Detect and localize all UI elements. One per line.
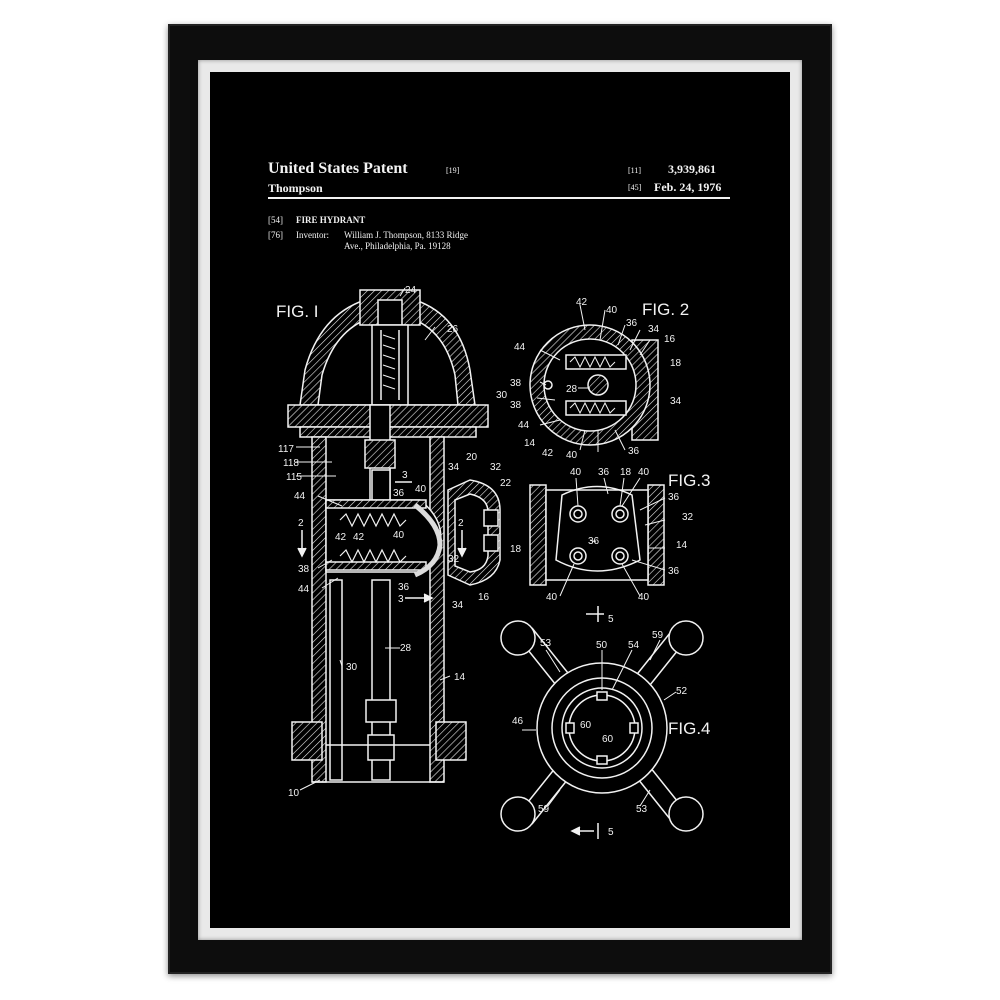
fig4-label-53-b: 53 (636, 804, 648, 815)
fig1-label-40-top: 40 (415, 484, 427, 495)
fig1-label-24: 24 (405, 285, 417, 296)
fig1-label-28: 28 (400, 643, 412, 654)
fig1-label-117: 117 (278, 444, 294, 455)
header-rule (268, 197, 730, 199)
fig2-label-34-b: 34 (670, 396, 682, 407)
fig2-section (529, 304, 659, 452)
fig1-label-44-low: 44 (298, 584, 310, 595)
fig2-label-40-b: 40 (566, 450, 578, 461)
fig2-labels: FIG. 2 42 40 36 34 16 18 44 38 30 38 28 … (496, 297, 689, 461)
patent-poster (210, 72, 790, 928)
fig3-valve-face (529, 477, 666, 622)
fig3-label-14: 14 (676, 540, 688, 551)
fig2-label-44-b: 44 (518, 420, 530, 431)
fig1-label-3-low: 3 (398, 594, 404, 605)
inventor-code: [76] (268, 230, 283, 240)
patent-title: United States Patent (268, 160, 408, 177)
fig1-label-36-low: 36 (398, 582, 410, 593)
fig1-label-42-b: 42 (353, 532, 365, 543)
fig1-label-20: 20 (466, 452, 478, 463)
patent-date-code: [45] (628, 183, 642, 192)
fig4-caption: FIG.4 (668, 719, 711, 738)
fig4-label-59-a: 59 (652, 630, 664, 641)
fig1-label-18: 18 (510, 544, 522, 555)
fig4-label-60-b: 60 (602, 734, 614, 745)
fig3-label-32: 32 (682, 512, 694, 523)
fig1-label-42-a: 42 (335, 532, 347, 543)
fig1-label-38: 38 (298, 564, 310, 575)
fig2-label-42-b: 42 (542, 448, 554, 459)
fig1-label-14: 14 (454, 672, 466, 683)
fig3-label-18: 18 (620, 467, 632, 478)
inventor-label: Inventor: (296, 230, 329, 240)
inventor-surname: Thompson (268, 181, 323, 195)
fig1-label-44-top: 44 (294, 491, 306, 502)
fig4-label-60-a: 60 (580, 720, 592, 731)
fig1-label-22: 22 (500, 478, 512, 489)
fig4-labels: FIG.4 53 50 54 59 52 46 60 60 59 53 5 (512, 630, 711, 838)
fig1-label-32-mid: 32 (448, 554, 460, 565)
fig1-label-34-low: 34 (452, 600, 464, 611)
fig1-label-36-top: 36 (393, 488, 405, 499)
fig3-label-36-a: 36 (598, 467, 610, 478)
fig3-label-36-c: 36 (588, 536, 600, 547)
fig4-label-53-a: 53 (540, 638, 552, 649)
fig1-label-16: 16 (478, 592, 490, 603)
fig2-label-44: 44 (514, 342, 526, 353)
fig2-label-36-b: 36 (628, 446, 640, 457)
fig4-label-52: 52 (676, 686, 688, 697)
invention-title: FIRE HYDRANT (296, 215, 366, 225)
fig4-label-59-b: 59 (538, 804, 550, 815)
fig3-label-40-b: 40 (638, 467, 650, 478)
fig1-label-26: 26 (447, 324, 459, 335)
fig1-hydrant-section (287, 287, 501, 791)
fig1-label-40-mid: 40 (393, 530, 405, 541)
fig2-label-28: 28 (566, 384, 578, 395)
invention-title-code: [54] (268, 215, 283, 225)
fig3-caption: FIG.3 (668, 471, 711, 490)
fig2-label-38-a: 38 (510, 378, 522, 389)
fig3-labels: FIG.3 40 36 18 40 36 32 36 14 36 40 40 5 (546, 467, 711, 625)
fig2-label-42: 42 (576, 297, 588, 308)
fig1-label-32-top: 32 (490, 462, 502, 473)
fig4-label-5: 5 (608, 827, 614, 838)
fig2-label-16: 16 (664, 334, 676, 345)
patent-number: 3,939,861 (668, 162, 716, 176)
fig2-label-40: 40 (606, 305, 618, 316)
fig1-label-3-top: 3 (402, 470, 408, 481)
fig2-label-34: 34 (648, 324, 660, 335)
fig1-label-30: 30 (346, 662, 358, 673)
fig3-label-36-b: 36 (668, 492, 680, 503)
fig2-label-14: 14 (524, 438, 536, 449)
fig4-label-54: 54 (628, 640, 640, 651)
fig3-label-5: 5 (608, 614, 614, 625)
fig3-label-36-d: 36 (668, 566, 680, 577)
fig3-label-40-a: 40 (570, 467, 582, 478)
patent-title-code: [19] (446, 166, 460, 175)
fig1-label-118: 118 (283, 458, 299, 469)
fig3-label-40-c: 40 (546, 592, 558, 603)
fig3-label-40-d: 40 (638, 592, 650, 603)
fig4-plan-view (500, 620, 704, 839)
fig4-label-46: 46 (512, 716, 524, 727)
fig1-label-115: 115 (286, 472, 302, 483)
fig2-caption: FIG. 2 (642, 300, 689, 319)
inventor-line-1: William J. Thompson, 8133 Ridge (344, 230, 468, 240)
fig4-label-50: 50 (596, 640, 608, 651)
patent-date: Feb. 24, 1976 (654, 180, 722, 194)
fig1-label-2-left: 2 (298, 518, 304, 529)
fig1-label-34-top: 34 (448, 462, 460, 473)
fig2-label-30: 30 (496, 390, 508, 401)
fig1-label-10: 10 (288, 788, 300, 799)
inventor-line-2: Ave., Philadelphia, Pa. 19128 (344, 241, 451, 251)
fig1-label-2-right: 2 (458, 518, 464, 529)
fig1-labels: FIG. I 24 26 117 118 115 3 20 32 34 22 4… (276, 285, 522, 799)
patent-number-code: [11] (628, 166, 642, 175)
fig2-label-36: 36 (626, 318, 638, 329)
fig2-label-18: 18 (670, 358, 682, 369)
fig2-label-38-b: 38 (510, 400, 522, 411)
fig1-caption: FIG. I (276, 302, 319, 321)
